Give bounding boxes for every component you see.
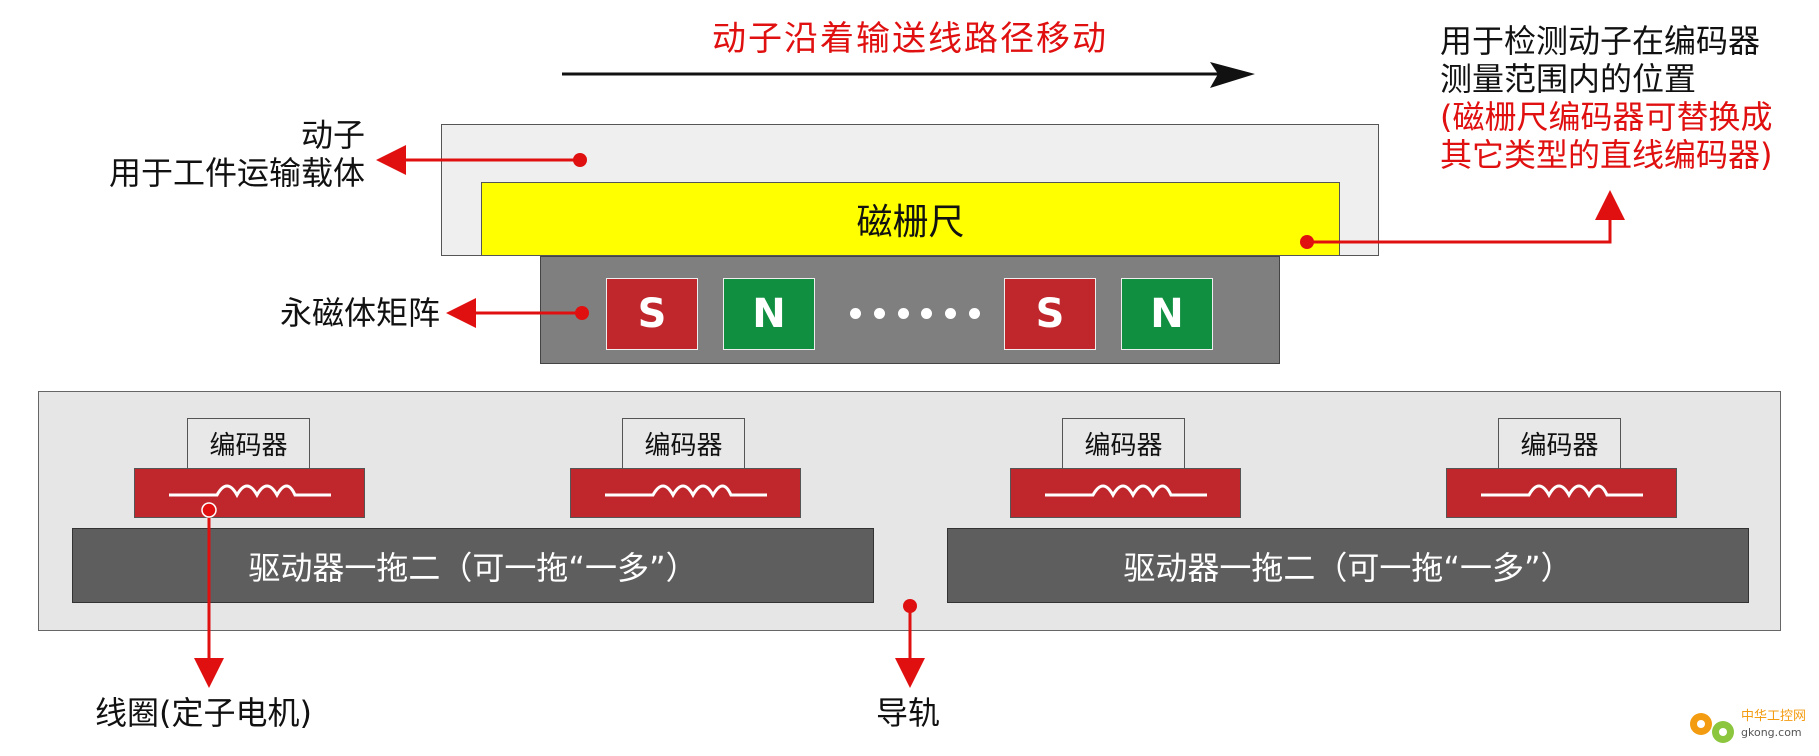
encoder-box: 编码器 — [187, 418, 310, 469]
encoder-note-line-1: 用于检测动子在编码器 — [1440, 22, 1761, 60]
watermark-url: gkong.com — [1741, 726, 1802, 739]
driver-block: 驱动器一拖二（可一拖“一多”） — [72, 528, 874, 603]
encoder-note-line-3: (磁栅尺编码器可替换成 — [1440, 98, 1773, 136]
stator-coil — [1446, 468, 1677, 518]
motion-direction-arrow — [562, 62, 1255, 88]
magnet-pole-s: S — [606, 278, 698, 350]
magnet-pole-n: N — [723, 278, 815, 350]
magnet-pole-s: S — [1004, 278, 1096, 350]
driver-block: 驱动器一拖二（可一拖“一多”） — [947, 528, 1749, 603]
stator-coil — [1010, 468, 1241, 518]
coil-label: 线圈(定子电机) — [95, 694, 312, 732]
stator-coil — [570, 468, 801, 518]
gkong-logo: 中华工控网 gkong.com — [1690, 709, 1806, 743]
stator-coil — [134, 468, 365, 518]
magnet-pole-n: N — [1121, 278, 1213, 350]
gear-icon — [1690, 713, 1734, 743]
coil-icon — [1045, 484, 1207, 499]
coil-icon — [169, 484, 331, 499]
encoder-note-line-2: 测量范围内的位置 — [1440, 60, 1697, 98]
coil-icon — [1481, 484, 1643, 499]
mover-label: 动子 用于工件运输载体 — [20, 116, 365, 192]
magnet-array-label: 永磁体矩阵 — [279, 294, 440, 332]
encoder-box: 编码器 — [622, 418, 745, 469]
mover-description: 用于工件运输载体 — [108, 154, 365, 192]
ellipsis-dots — [850, 296, 980, 330]
encoder-note: 用于检测动子在编码器 测量范围内的位置 (磁栅尺编码器可替换成 其它类型的直线编… — [1440, 22, 1773, 174]
rail-label: 导轨 — [876, 694, 941, 732]
encoder-box: 编码器 — [1062, 418, 1185, 469]
encoder-note-line-4: 其它类型的直线编码器) — [1440, 136, 1773, 174]
watermark-name: 中华工控网 — [1741, 709, 1806, 724]
magnetic-scale: 磁栅尺 — [481, 182, 1340, 256]
coil-icon — [605, 484, 767, 499]
mover-title: 动子 — [300, 116, 365, 154]
motion-direction-label: 动子沿着输送线路径移动 — [712, 19, 1108, 59]
magnetic-scale-label: 磁栅尺 — [856, 202, 965, 243]
encoder-box: 编码器 — [1498, 418, 1621, 469]
